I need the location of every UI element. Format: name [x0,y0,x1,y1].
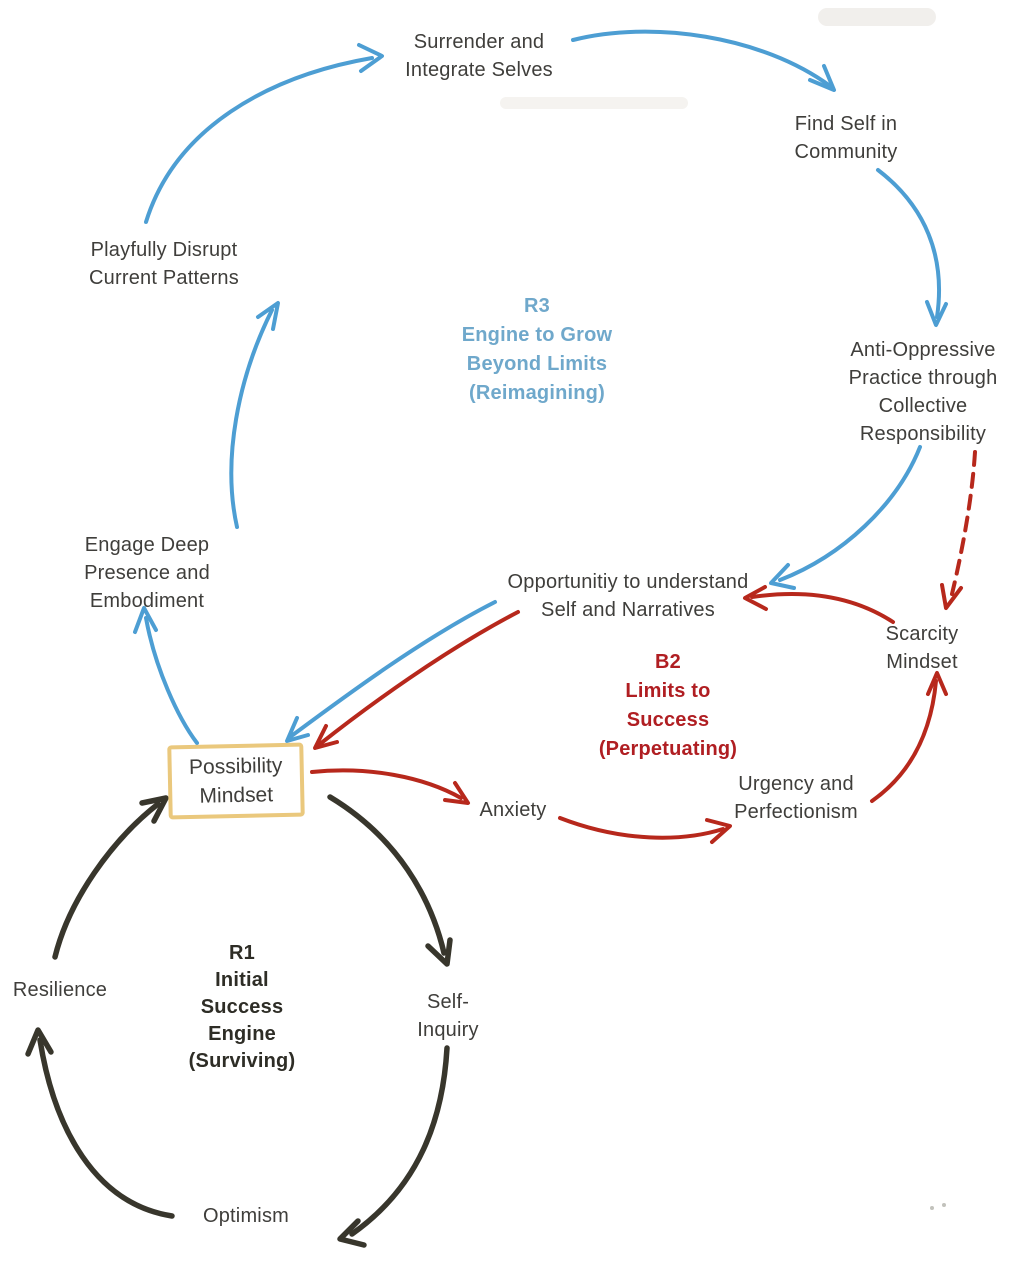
arrow-surrender-to-find-self [571,29,836,92]
loop-label-r3: R3 Engine to Grow Beyond Limits (Reimagi… [461,295,613,404]
node-engage-deep-presence-embodiment: Engage Deep Presence and Embodiment [84,534,210,612]
node-urgency-and-perfectionism: Urgency and Perfectionism [734,773,858,823]
arrow-engage-deep-to-playfully-disrupt [229,301,280,529]
scan-smudge-top-right [818,8,936,26]
loop-label-r1: R1 Initial Success Engine (Surviving) [188,942,296,1072]
arrow-scarcity-to-opportunity [743,585,895,624]
arrow-possibility-to-self-inquiry [327,794,453,967]
arrow-possibility-to-engage-deep [133,606,199,745]
speck-right [942,1203,946,1207]
node-opportunity-to-understand: Opportunitiy to understand Self and Narr… [507,571,749,621]
arrow-anti-oppressive-to-scarcity-dashed [940,450,977,610]
node-anti-oppressive-practice: Anti-Oppressive Practice through Collect… [848,339,998,445]
loop-label-b2: B2 Limits to Success (Perpetuating) [598,651,738,760]
speck-left [930,1206,934,1210]
arrow-possibility-to-anxiety [310,768,470,805]
node-resilience: Resilience [12,979,108,1001]
node-playfully-disrupt-current-patterns: Playfully Disrupt Current Patterns [89,239,239,289]
node-possibility-mindset-box: Possibility Mindset [167,742,305,820]
arrow-playfully-disrupt-to-surrender [144,43,384,224]
node-find-self-in-community: Find Self in Community [794,113,898,163]
arrow-optimism-to-resilience [25,1027,175,1219]
arrow-anxiety-to-urgency [558,816,732,844]
node-surrender-and-integrate-selves: Surrender and Integrate Selves [405,31,553,81]
arrow-find-self-to-anti-oppressive [876,168,948,327]
scan-smudge-upper-middle [500,97,688,109]
node-anxiety: Anxiety [479,799,547,821]
arrow-self-inquiry-to-optimism [337,1045,450,1248]
arrow-urgency-to-scarcity [870,671,948,803]
arrow-opportunity-to-possibility-blue [285,600,497,743]
arrow-anti-oppressive-to-opportunity [769,445,922,590]
node-self-inquiry: Self- Inquiry [417,991,479,1041]
arrow-opportunity-to-possibility-red [313,610,520,750]
arrow-resilience-to-possibility [52,795,169,960]
node-scarcity-mindset: Scarcity Mindset [885,623,959,673]
node-optimism: Optimism [202,1205,290,1227]
